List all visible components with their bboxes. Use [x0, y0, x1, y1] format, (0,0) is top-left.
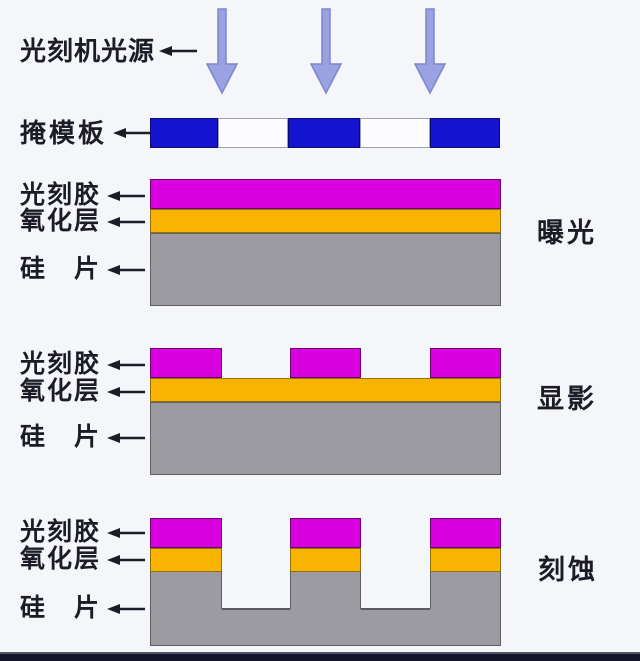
left-arrow-icon	[107, 555, 145, 565]
left-arrow-icon	[107, 191, 145, 201]
silicon-label: 硅 片	[20, 255, 102, 283]
oxide-block	[150, 548, 222, 572]
silicon-pillar	[430, 572, 501, 610]
photoresist-block	[150, 518, 222, 548]
left-arrow-icon	[107, 265, 145, 275]
left-arrow-icon	[107, 528, 145, 538]
photoresist-block	[290, 348, 361, 378]
resist-label: 光刻胶	[20, 518, 102, 546]
oxide-layer	[150, 209, 501, 233]
mask-open-segment	[360, 118, 430, 148]
resist-label: 光刻胶	[20, 350, 102, 378]
mask-label: 掩模板	[20, 118, 108, 148]
silicon-pillar	[150, 572, 222, 610]
light-beam-down-arrow-icon	[414, 8, 446, 94]
silicon-wafer	[150, 233, 501, 306]
oxide-block	[430, 548, 501, 572]
silicon-wafer	[150, 402, 501, 475]
left-arrow-icon	[107, 604, 145, 614]
left-arrow-icon	[159, 46, 197, 56]
left-arrow-icon	[107, 217, 145, 227]
resist-label: 光刻胶	[20, 181, 102, 209]
light-source-label: 光刻机光源	[20, 36, 156, 66]
silicon-label: 硅 片	[20, 594, 102, 622]
etched-trench-floor	[361, 608, 430, 610]
silicon-label: 硅 片	[20, 423, 102, 451]
silicon-pillar	[290, 572, 361, 610]
left-arrow-icon	[113, 128, 151, 138]
mask-opaque-segment	[288, 118, 360, 148]
stage-name-development: 显影	[537, 384, 597, 414]
stage-name-exposure: 曝光	[537, 218, 597, 248]
light-beam-down-arrow-icon	[310, 8, 342, 94]
photoresist-block	[290, 518, 361, 548]
silicon-base	[150, 609, 501, 646]
oxide-label: 氧化层	[20, 377, 102, 405]
bottom-frame-line	[0, 652, 640, 654]
mask-open-segment	[218, 118, 288, 148]
bottom-frame-band	[0, 654, 640, 661]
etched-trench-floor	[222, 608, 290, 610]
light-beam-down-arrow-icon	[206, 8, 238, 94]
left-arrow-icon	[107, 360, 145, 370]
photoresist-block	[430, 348, 501, 378]
photoresist-block	[430, 518, 501, 548]
oxide-block	[290, 548, 361, 572]
stage-name-etching: 刻蚀	[538, 555, 598, 585]
left-arrow-icon	[107, 387, 145, 397]
photoresist-layer	[150, 179, 501, 209]
oxide-layer	[150, 378, 501, 402]
oxide-label: 氧化层	[20, 545, 102, 573]
photoresist-block	[150, 348, 222, 378]
mask-opaque-segment	[150, 118, 218, 148]
oxide-label: 氧化层	[20, 207, 102, 235]
mask-opaque-segment	[430, 118, 500, 148]
left-arrow-icon	[107, 433, 145, 443]
